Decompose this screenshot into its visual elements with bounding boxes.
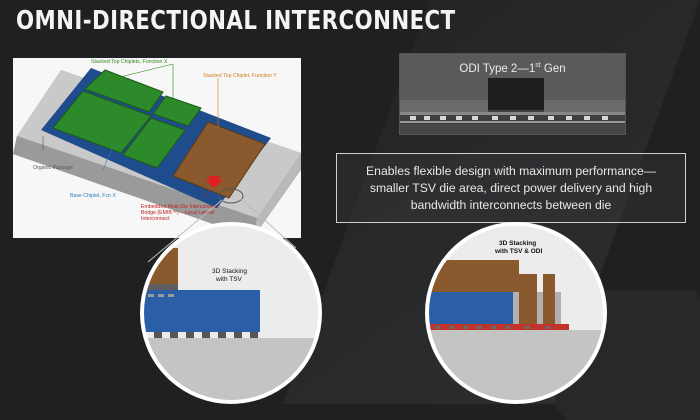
label-base-chiplet: Base Chiplet, Fcn X [70,193,116,199]
cross-section-label: ODI Type 2—1st Gen [459,62,566,75]
zoom-left-label-line1: 3D Stacking [212,268,248,275]
package-diagram-graphic [13,63,301,238]
zoom-right-label-line1: 3D Stacking [499,240,537,247]
tsv-stack-graphic [144,226,318,400]
label-organic-package: Organic Package [33,165,73,171]
benefits-callout: Enables flexible design with maximum per… [336,153,686,223]
benefits-text: Enables flexible design with maximum per… [366,163,656,212]
odi-cross-section-image: ODI Type 2—1st Gen [399,53,626,135]
tsv-odi-stack-graphic [429,226,603,400]
label-stacked-top-chiplet-2: Stacked Top Chiplet, Function Y [203,73,277,79]
zoom-left-label-line2: with TSV [216,276,242,283]
zoom-circle-tsv: 3D Stacking with TSV [140,222,322,404]
label-stacked-top-chiplets: Stacked Top Chiplets, Function X [91,59,168,65]
label-emib: Embedded Multi-Die Interconnect Bridge (… [141,204,218,222]
cross-section-graphic [400,54,625,134]
zoom-right-label-line2: with TSV & ODI [495,248,543,255]
zoom-circle-tsv-odi: 3D Stacking with TSV & ODI [425,222,607,404]
slide-title: OMNI-DIRECTIONAL INTERCONNECT [16,6,456,36]
package-diagram: Stacked Top Chiplets, Function X Stacked… [13,58,301,238]
